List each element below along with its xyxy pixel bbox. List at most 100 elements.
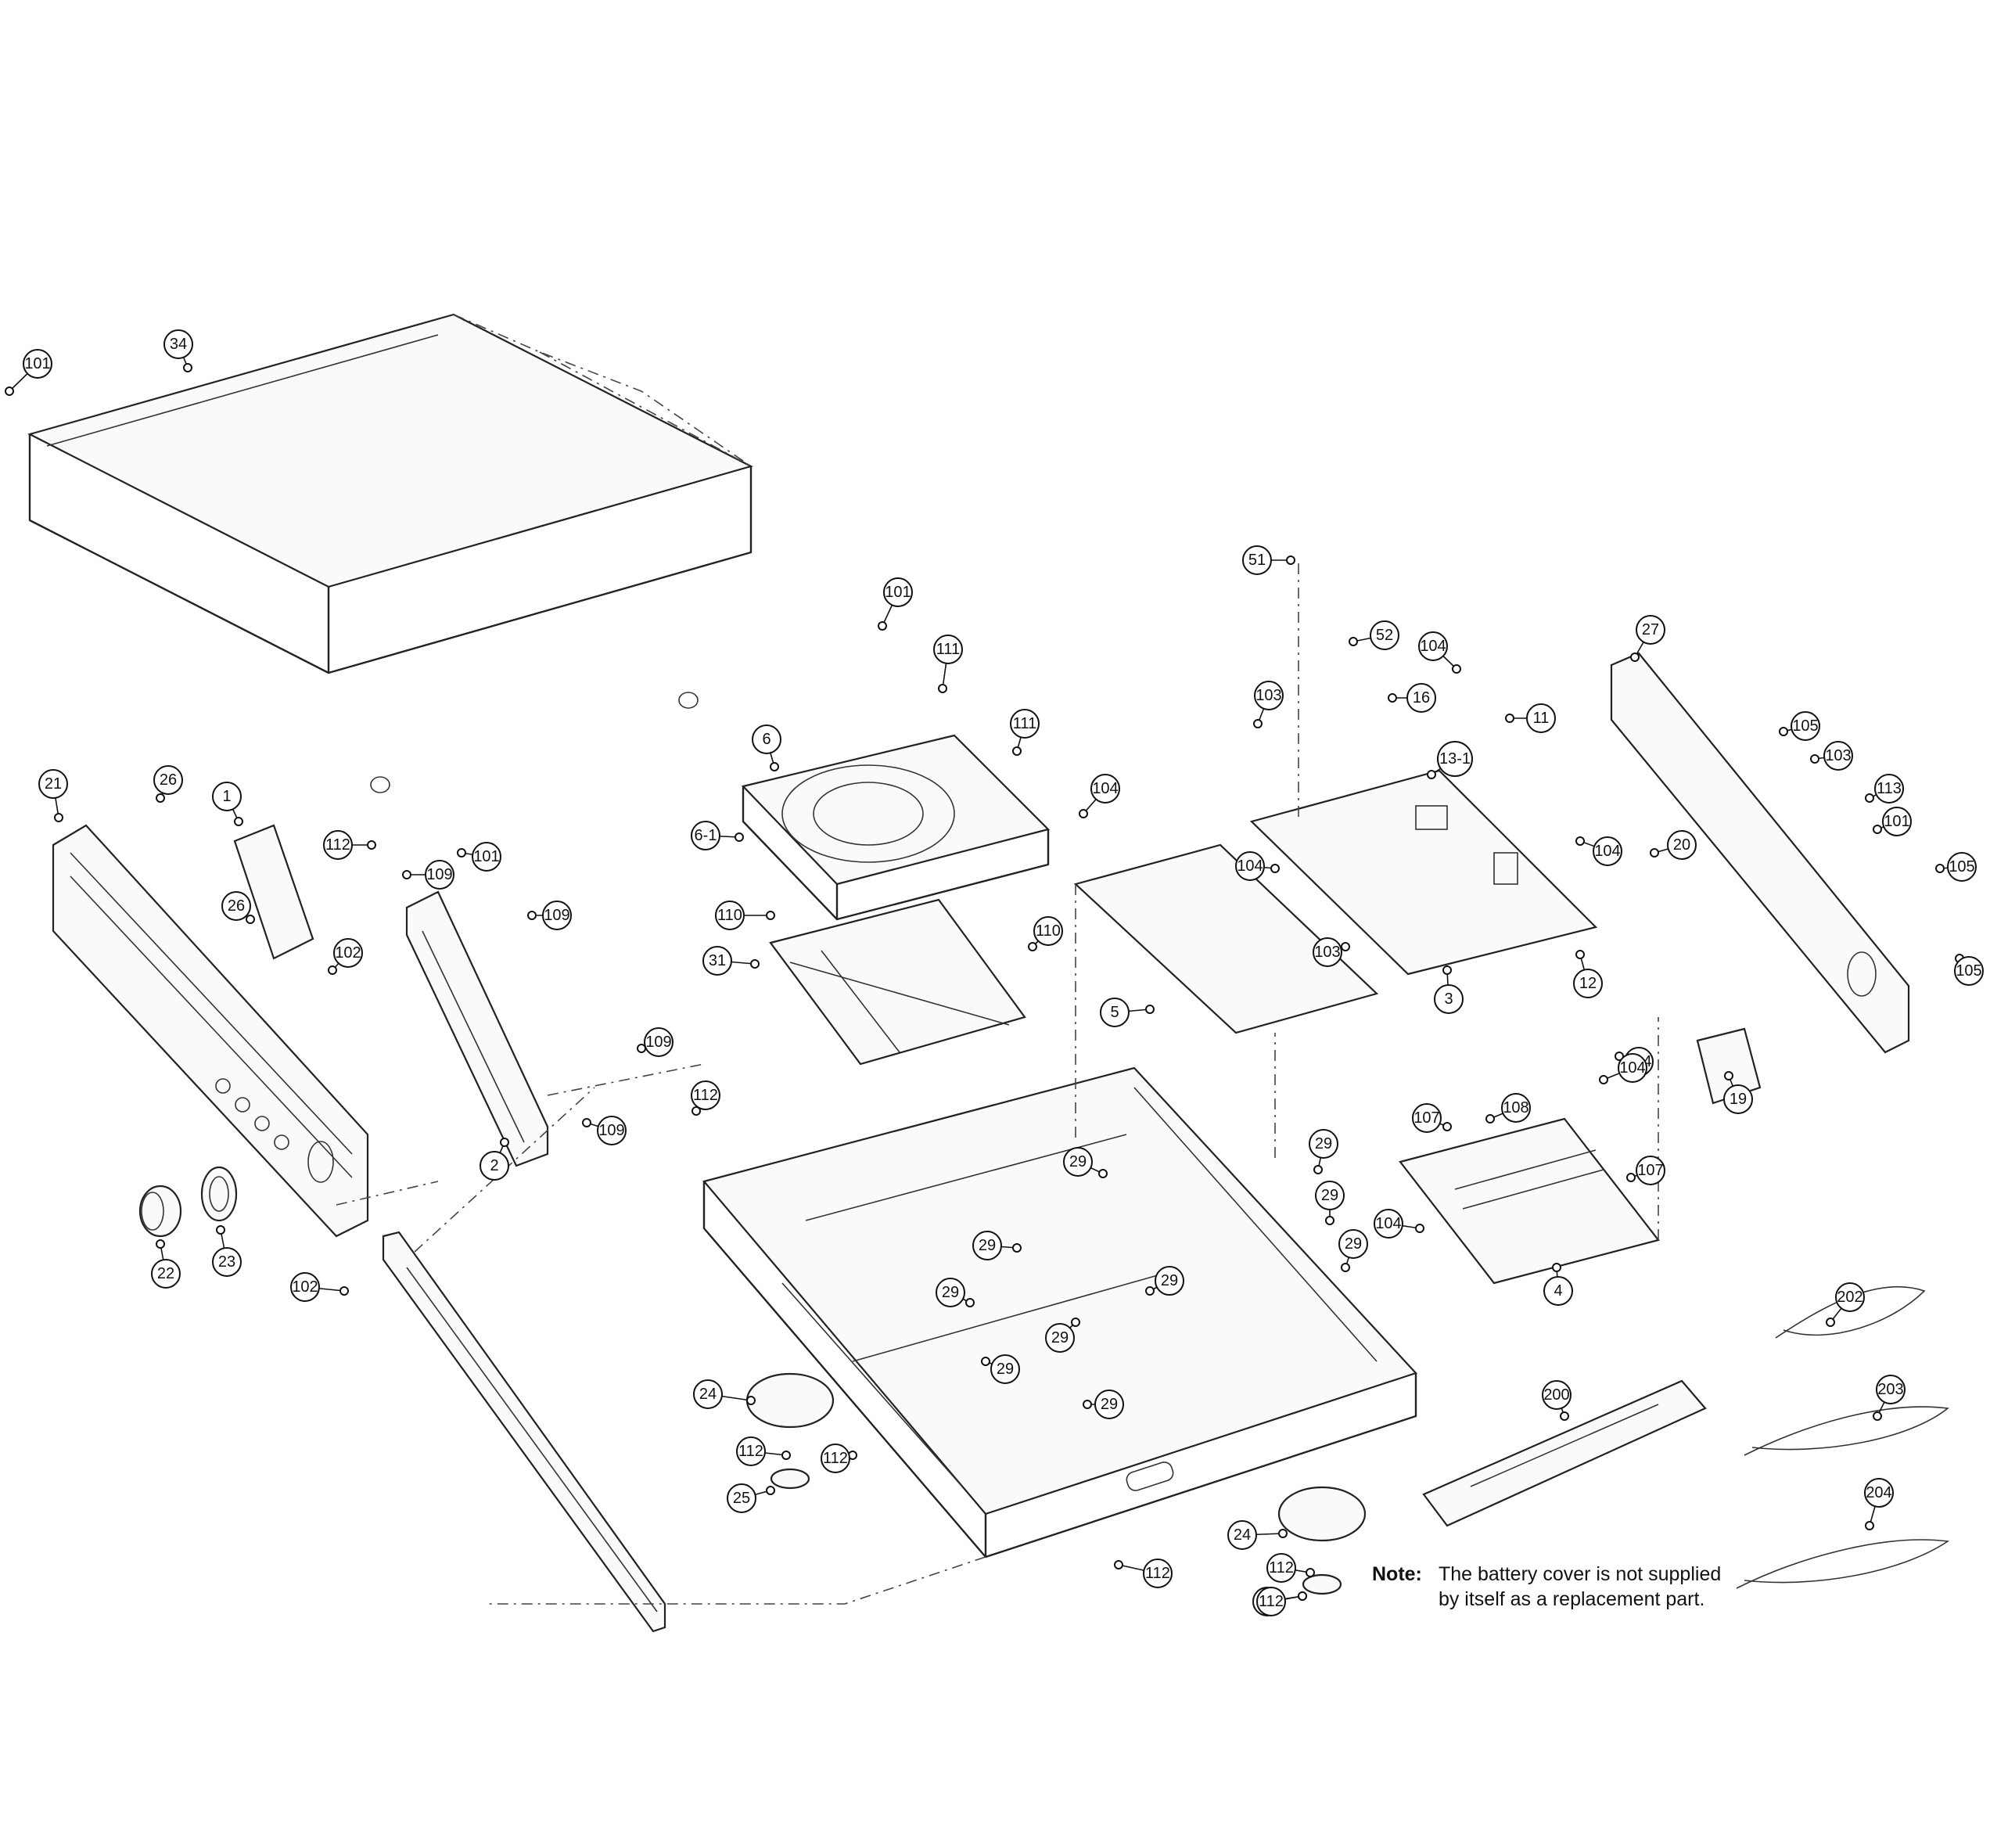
callout-label: 112 <box>1269 1559 1294 1577</box>
callout-label: 29 <box>1315 1135 1332 1152</box>
callout-label: 29 <box>997 1361 1014 1378</box>
part-anchor <box>1325 1216 1334 1225</box>
callout-bubble <box>644 1027 674 1057</box>
part-anchor <box>781 1451 791 1460</box>
callout-bubble <box>1045 1323 1075 1353</box>
callout-label: 200 <box>1543 1386 1569 1404</box>
callout-112: 112 <box>691 1080 720 1116</box>
callout-label: 112 <box>1145 1565 1170 1582</box>
callout-204: 204 <box>1864 1478 1894 1530</box>
callout-12: 12 <box>1573 950 1603 998</box>
callout-105: 105 <box>1935 852 1977 882</box>
part-anchor <box>500 1138 509 1147</box>
part-anchor <box>691 1106 701 1116</box>
callout-6: 6 <box>752 724 781 771</box>
callout-bubble <box>1374 1209 1403 1239</box>
callout-bubble <box>425 860 454 890</box>
callout-107: 107 <box>1626 1156 1665 1185</box>
callout-label: 16 <box>1413 689 1430 706</box>
callout-29: 29 <box>1145 1266 1184 1296</box>
callout-label: 202 <box>1837 1289 1862 1306</box>
callout-bubble <box>1406 683 1436 713</box>
callout-bubble <box>1954 956 1984 986</box>
callout-bubble <box>691 1080 720 1110</box>
callout-label: 101 <box>1884 813 1909 830</box>
callout-bubble <box>1254 681 1284 710</box>
part-anchor <box>1650 848 1659 857</box>
callout-bubble <box>1266 1553 1296 1583</box>
part-anchor <box>1873 1411 1882 1421</box>
callout-label: 12 <box>1579 975 1597 992</box>
callout-bubble <box>597 1116 627 1145</box>
callout-label: 113 <box>1877 780 1902 797</box>
callout-101: 101 <box>457 842 501 872</box>
callout-label: 203 <box>1877 1381 1903 1398</box>
callout-bubble <box>1823 741 1853 771</box>
main-board <box>1249 563 1598 976</box>
callout-label: 111 <box>1013 715 1036 732</box>
callout-label: 2 <box>490 1157 498 1174</box>
callout-51: 51 <box>1242 545 1295 575</box>
callout-bubble <box>1010 709 1040 739</box>
callout-bubble <box>1636 615 1665 645</box>
callout-label: 29 <box>1321 1187 1338 1204</box>
callout-label: 103 <box>1255 687 1281 704</box>
callout-203: 203 <box>1873 1375 1906 1421</box>
callout-bubble <box>163 329 193 359</box>
part-anchor <box>750 959 760 969</box>
callout-bubble <box>1256 1587 1286 1616</box>
callout-label: 29 <box>1345 1235 1362 1253</box>
callout-bubble <box>1143 1559 1173 1588</box>
callout-112: 112 <box>1266 1553 1315 1583</box>
callout-label: 27 <box>1642 621 1659 638</box>
part-anchor <box>1442 1122 1452 1131</box>
callout-103: 103 <box>1253 681 1284 728</box>
part-anchor <box>1253 719 1263 728</box>
callout-label: 23 <box>218 1253 235 1271</box>
part-anchor <box>1313 1165 1323 1174</box>
callout-label: 13-1 <box>1439 750 1471 768</box>
callout-label: 21 <box>45 775 62 793</box>
callout-bubble <box>1100 998 1130 1027</box>
part-anchor <box>527 911 537 920</box>
part-anchor <box>156 1239 165 1249</box>
callout-bubble <box>691 821 720 850</box>
callout-bubble <box>821 1444 850 1473</box>
callout-label: 25 <box>733 1490 750 1507</box>
callout-label: 112 <box>1259 1593 1284 1610</box>
part-anchor <box>156 793 165 803</box>
callout-bubble <box>715 901 745 930</box>
callout-3: 3 <box>1434 965 1464 1014</box>
callout-bubble <box>990 1354 1020 1384</box>
part-anchor <box>1779 727 1788 736</box>
part-anchor <box>1615 1052 1624 1061</box>
callout-bubble <box>1313 937 1342 967</box>
callout-bubble <box>693 1379 723 1409</box>
part-anchor <box>1485 1114 1495 1124</box>
callout-label: 105 <box>1949 858 1974 875</box>
callout-label: 1 <box>222 788 231 805</box>
callout-13-1: 13-1 <box>1427 741 1473 779</box>
callout-bubble <box>727 1483 756 1513</box>
callout-bubble <box>1526 703 1556 733</box>
part-anchor <box>457 848 466 857</box>
callout-label: 110 <box>1036 922 1061 940</box>
callout-29: 29 <box>1083 1390 1124 1419</box>
callout-112: 112 <box>821 1444 857 1473</box>
part-anchor <box>1341 942 1350 951</box>
callout-label: 11 <box>1533 710 1550 727</box>
callout-bubble <box>153 765 183 795</box>
callout-bubble <box>702 946 732 976</box>
callout-29: 29 <box>1063 1147 1108 1178</box>
callout-110: 110 <box>715 901 775 930</box>
callout-bubble <box>1876 1375 1906 1404</box>
callout-109: 109 <box>402 860 454 890</box>
callout-label: 5 <box>1110 1004 1119 1021</box>
callout-label: 29 <box>942 1284 959 1301</box>
power-board <box>1399 1027 1762 1285</box>
callout-label: 102 <box>292 1278 318 1296</box>
callout-111: 111 <box>933 635 963 693</box>
callout-label: 103 <box>1825 747 1851 764</box>
callout-bubble <box>1542 1380 1572 1410</box>
